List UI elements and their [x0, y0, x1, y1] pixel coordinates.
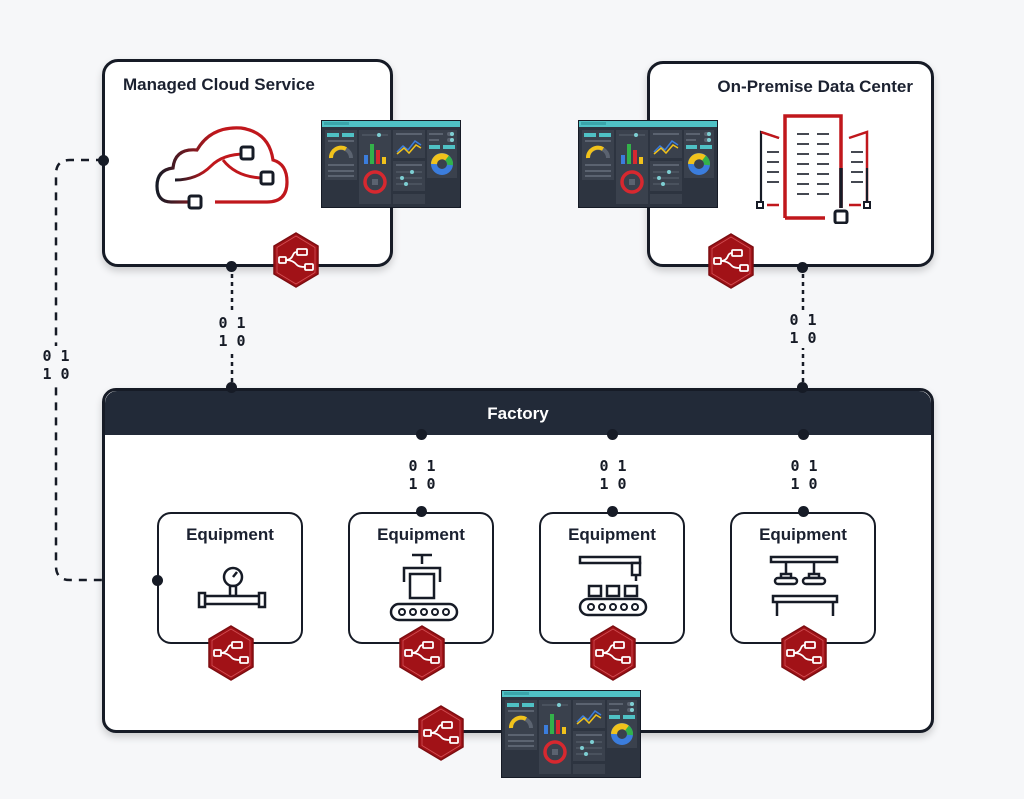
- binary-row-bottom: 1 0: [790, 475, 818, 493]
- binary-row-bottom: 1 0: [218, 332, 246, 350]
- pick-and-place-table-icon: [769, 555, 839, 616]
- dashed-link-cloud-to-equipment: [54, 158, 158, 582]
- connector-dot: [416, 506, 427, 517]
- connector-dot: [797, 262, 808, 273]
- node-red-hex-icon: [588, 624, 638, 682]
- connector-dot: [98, 155, 109, 166]
- connector-dot: [416, 429, 427, 440]
- datacenter-title: On-Premise Data Center: [717, 77, 913, 96]
- dashboard-screen-icon: [578, 120, 718, 208]
- binary-row-top: 0 1: [408, 457, 436, 475]
- node-red-hex-icon: [416, 704, 466, 762]
- equipment-title: Equipment: [377, 525, 465, 544]
- connector-dot: [226, 261, 237, 272]
- node-red-hex-icon: [397, 624, 447, 682]
- cloud-network-icon: [155, 126, 289, 210]
- equipment-title: Equipment: [759, 525, 847, 544]
- equipment-title: Equipment: [186, 525, 274, 544]
- factory-header: Factory: [105, 391, 931, 435]
- dashboard-screen-icon: [501, 690, 641, 778]
- connector-dot: [226, 382, 237, 393]
- equipment-box-4[interactable]: Equipment: [730, 512, 876, 644]
- equipment-box-1[interactable]: Equipment: [157, 512, 303, 644]
- binary-row-bottom: 1 0: [42, 365, 70, 383]
- equipment-box-2[interactable]: Equipment: [348, 512, 494, 644]
- factory-title: Factory: [487, 404, 549, 423]
- connector-dot: [152, 575, 163, 586]
- node-red-hex-icon: [706, 232, 756, 290]
- binary-row-top: 0 1: [790, 457, 818, 475]
- connector-dot: [798, 429, 809, 440]
- node-red-hex-icon: [779, 624, 829, 682]
- binary-row-top: 0 1: [599, 457, 627, 475]
- binary-row-top: 0 1: [789, 311, 817, 329]
- node-red-hex-icon: [271, 231, 321, 289]
- robot-arm-conveyor-icon: [578, 555, 648, 617]
- binary-row-bottom: 1 0: [408, 475, 436, 493]
- connector-dot: [798, 506, 809, 517]
- binary-row-bottom: 1 0: [789, 329, 817, 347]
- gripper-conveyor-icon: [389, 553, 459, 622]
- binary-row-top: 0 1: [218, 314, 246, 332]
- cloud-service-title: Managed Cloud Service: [123, 75, 315, 94]
- binary-row-bottom: 1 0: [599, 475, 627, 493]
- equipment-box-3[interactable]: Equipment: [539, 512, 685, 644]
- datacenter-box[interactable]: On-Premise Data Center: [647, 61, 934, 267]
- binary-row-top: 0 1: [42, 347, 70, 365]
- equipment-title: Equipment: [568, 525, 656, 544]
- dashboard-screen-icon: [321, 120, 461, 208]
- node-red-hex-icon: [206, 624, 256, 682]
- connector-dot: [797, 382, 808, 393]
- connector-dot: [607, 429, 618, 440]
- connector-dot: [607, 506, 618, 517]
- datacenter-building-icon: [756, 114, 871, 224]
- pressure-gauge-pipe-icon: [197, 566, 267, 609]
